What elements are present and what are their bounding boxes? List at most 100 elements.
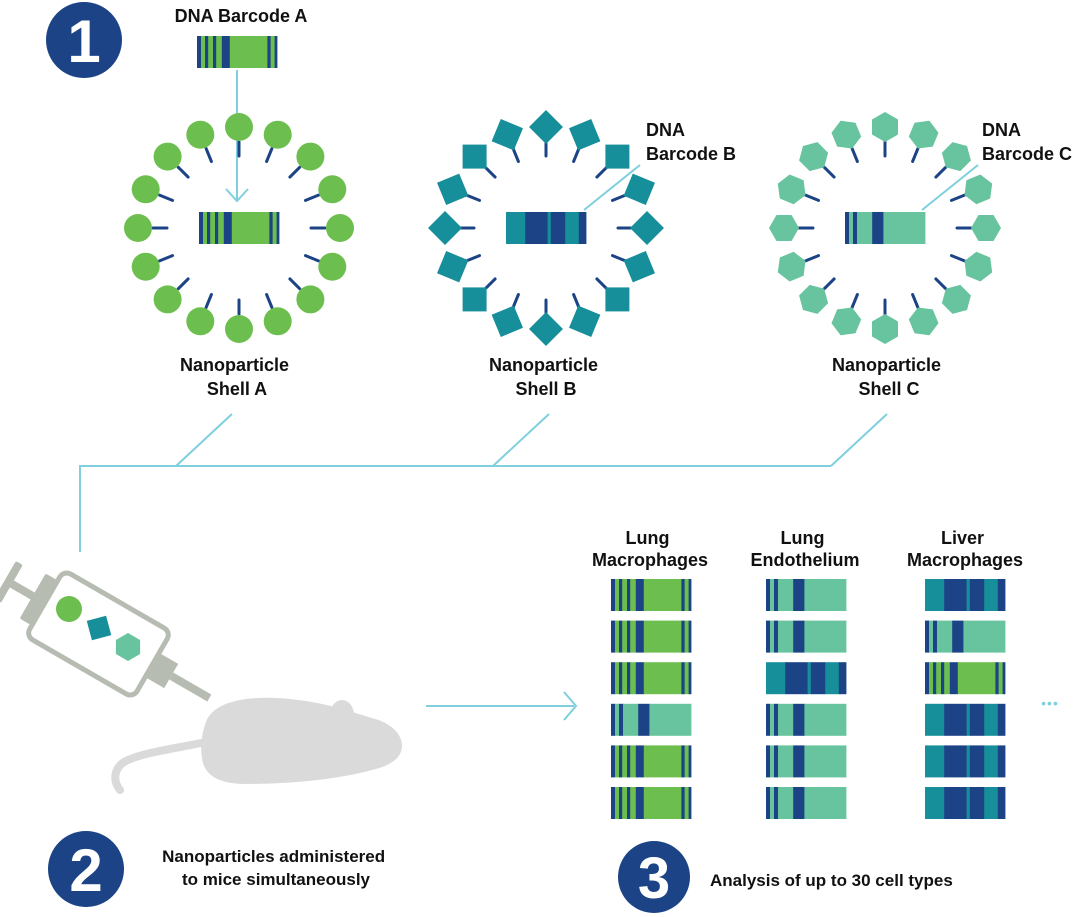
shell-c-label: Nanoparticle Shell C <box>832 355 946 399</box>
ligand-linker <box>850 147 859 163</box>
ligand-linker <box>304 193 320 202</box>
ligand-linker <box>265 293 274 309</box>
ligand-linker <box>911 293 920 309</box>
ligand-circle-icon <box>296 285 325 314</box>
step-2-badge: 2 <box>48 831 124 907</box>
ligand-linker <box>176 165 190 179</box>
barcode-results-grid <box>611 579 1006 819</box>
ligand-linker <box>950 193 966 202</box>
ligand-square-icon <box>605 287 630 312</box>
ligand-circle-icon <box>296 142 325 171</box>
ligand-linker <box>483 165 497 179</box>
ligand-hexagon-icon <box>908 120 939 149</box>
ligand-square-icon <box>428 211 462 245</box>
syringe-particle-b-icon <box>86 615 112 641</box>
ligand-linker <box>511 147 520 163</box>
step-3-badge: 3 <box>618 841 690 913</box>
result-barcode-b <box>925 787 1006 819</box>
shell-b-label: Nanoparticle Shell B <box>489 355 603 399</box>
result-barcode-a <box>611 579 692 611</box>
ligand-circle-icon <box>318 175 347 204</box>
ligand-square-icon <box>529 312 563 346</box>
ligand-linker <box>950 254 966 263</box>
result-barcode-b <box>925 745 1006 778</box>
ligand-hexagon-icon <box>831 307 862 336</box>
ligand-hexagon-icon <box>908 307 939 336</box>
cell-type-column <box>925 579 1006 819</box>
ligand-circle-icon <box>186 120 215 149</box>
ligand-linker <box>804 193 820 202</box>
cell-type-header-lung-macrophages: Lung Macrophages <box>592 528 708 570</box>
barcode-a-label: DNA Barcode A <box>175 6 308 26</box>
result-barcode-a <box>611 745 692 778</box>
syringe-particle-c-icon <box>115 633 141 661</box>
step-1-number: 1 <box>67 8 100 75</box>
shell-a-label: Nanoparticle Shell A <box>180 355 294 399</box>
ligand-square-icon <box>630 211 664 245</box>
nanoparticle-shell-a <box>124 113 354 343</box>
barcode-a-arrow-head <box>225 188 249 203</box>
cell-type-headers: Lung Macrophages Lung Endothelium Liver … <box>592 528 1023 570</box>
ligand-square-icon <box>462 144 487 169</box>
ligand-linker <box>934 277 948 291</box>
ligand-linker <box>288 165 302 179</box>
step-3-number: 3 <box>638 846 670 911</box>
ligand-linker <box>572 147 581 163</box>
ligand-linker <box>176 277 190 291</box>
ligand-linker <box>265 147 274 163</box>
step-2-caption: Nanoparticles administered to mice simul… <box>162 847 390 889</box>
ligand-linker <box>158 193 174 202</box>
result-barcode-c <box>925 620 1006 653</box>
syringe-particle-a-icon <box>56 596 82 622</box>
ligand-linker <box>822 277 836 291</box>
ligand-square-icon <box>437 251 469 283</box>
ligand-linker <box>572 293 581 309</box>
step-2-number: 2 <box>69 837 102 904</box>
ligand-circle-icon <box>225 113 253 141</box>
barcode-a-core <box>199 212 280 244</box>
ligand-square-icon <box>569 305 601 337</box>
ligand-square-icon <box>462 287 487 312</box>
result-barcode-c <box>766 579 847 611</box>
ligand-square-icon <box>529 110 563 144</box>
barcode-c-core <box>845 212 926 244</box>
ligand-hexagon-icon <box>872 112 898 142</box>
ligand-linker <box>483 277 497 291</box>
nanoparticle-shell-b <box>428 110 664 346</box>
ligand-linker <box>822 165 836 179</box>
ligand-square-icon <box>605 144 630 169</box>
barcode-a <box>197 36 278 68</box>
shell-connector-lines <box>79 413 888 552</box>
ligand-hexagon-icon <box>971 215 1001 241</box>
ligand-linker <box>465 193 481 202</box>
ligand-hexagon-icon <box>799 284 829 314</box>
ligand-linker <box>595 165 609 179</box>
ligand-linker <box>288 277 302 291</box>
cell-type-column <box>611 579 692 819</box>
cell-type-header-lung-endothelium: Lung Endothelium <box>751 528 860 570</box>
ligand-circle-icon <box>326 214 354 242</box>
result-barcode-c <box>611 703 692 736</box>
ligand-circle-icon <box>225 315 253 343</box>
ligand-linker <box>911 147 920 163</box>
barcode-b-label: DNA Barcode B <box>646 120 736 164</box>
ligand-hexagon-icon <box>777 251 806 282</box>
ligand-circle-icon <box>131 175 160 204</box>
barcode-c-label: DNA Barcode C <box>982 120 1072 164</box>
ligand-hexagon-icon <box>799 142 829 172</box>
ligand-hexagon-icon <box>941 142 971 172</box>
ligand-square-icon <box>491 305 523 337</box>
ligand-linker <box>611 193 627 202</box>
ligand-square-icon <box>623 173 655 205</box>
result-barcode-c <box>766 620 847 653</box>
mouse-illustration <box>111 697 402 794</box>
ligand-square-icon <box>437 173 469 205</box>
cell-type-column <box>766 579 847 819</box>
ligand-hexagon-icon <box>777 174 806 205</box>
ligand-circle-icon <box>263 120 292 149</box>
result-barcode-a <box>611 787 692 819</box>
result-barcode-c <box>766 745 847 778</box>
ligand-square-icon <box>569 119 601 151</box>
ligand-linker <box>850 293 859 309</box>
ligand-hexagon-icon <box>964 174 993 205</box>
